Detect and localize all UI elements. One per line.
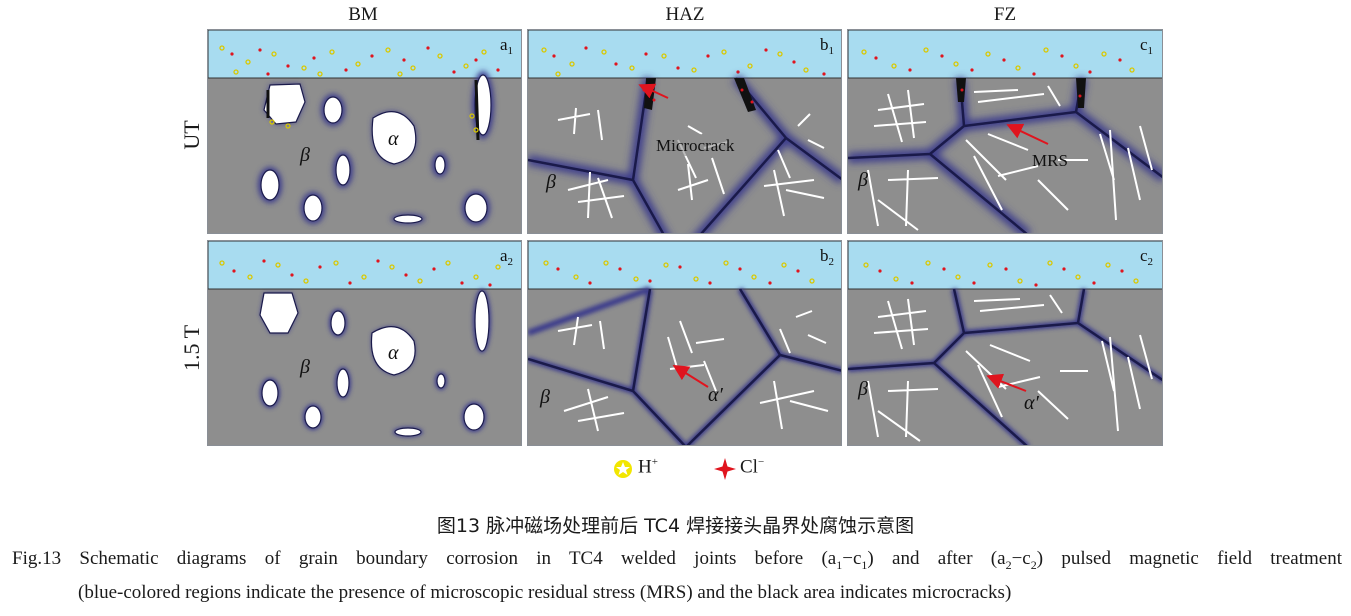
cl-ion-markers (556, 265, 800, 285)
alpha-prime-arrow (986, 373, 1027, 392)
mrs-arrow (1006, 123, 1049, 145)
cl-ion-markers (230, 46, 500, 76)
panel-c1-drawing: MRS β c1 (848, 30, 1162, 233)
panel-a2-drawing: α β a2 (208, 241, 521, 445)
h-ion-markers (861, 47, 1135, 73)
alpha-grains (259, 289, 491, 437)
label-beta: β (539, 386, 550, 408)
cl-ion-legend-icon (714, 458, 736, 480)
row-header-pmf: 1.5 T (179, 324, 204, 372)
column-header-bm: BM (348, 4, 378, 25)
h-ion-legend-label: H+ (638, 456, 658, 478)
figure-caption-english-line2: (blue-colored regions indicate the prese… (78, 582, 1012, 603)
cl-ion-markers (874, 54, 1122, 76)
label-alpha-prime: α′ (1024, 392, 1039, 414)
label-beta: β (545, 171, 556, 193)
figure-caption-chinese: 图13 脉冲磁场处理前后 TC4 焊接接头晶界处腐蚀示意图 (436, 515, 915, 537)
panel-b2-drawing: α′ β b2 (528, 241, 841, 445)
label-beta: β (299, 144, 310, 166)
cl-ion-markers (878, 267, 1124, 287)
panel-c1: MRS β c1 (847, 29, 1163, 234)
panel-tag: c1 (1140, 35, 1153, 57)
microcrack-arrow (638, 83, 669, 99)
label-alpha: α (388, 128, 399, 150)
column-header-haz: HAZ (665, 4, 705, 25)
panel-a2: α β a2 (207, 240, 522, 446)
column-header-fz: FZ (993, 4, 1017, 25)
cl-ion-markers (232, 259, 492, 287)
panel-tag: b1 (820, 35, 834, 57)
figure-caption-english-line1: Fig.13 Schematic diagrams of grain bound… (12, 548, 1342, 572)
panel-c2: α′ β c2 (847, 240, 1163, 446)
panel-tag: a1 (500, 35, 513, 57)
cl-ion-markers (552, 46, 826, 76)
h-ion-markers (219, 45, 487, 77)
grain-boundaries (848, 77, 1162, 233)
martensite-needles (867, 294, 1153, 442)
panel-b1: Microcrack β b1 (527, 29, 842, 234)
panel-b2: α′ β b2 (527, 240, 842, 446)
label-beta: β (857, 378, 868, 400)
h-ion-markers (863, 260, 1139, 284)
label-alpha: α (388, 342, 399, 364)
panel-c2-drawing: α′ β c2 (848, 241, 1162, 445)
row-header-ut: UT (179, 120, 204, 150)
martensite-needles (867, 85, 1153, 231)
alpha-grains (258, 71, 494, 225)
legend: H+ Cl− (0, 456, 1351, 482)
panel-tag: b2 (820, 246, 834, 268)
label-alpha-prime: α′ (708, 384, 723, 406)
label-beta: β (299, 356, 310, 378)
label-microcrack: Microcrack (656, 136, 735, 155)
panel-b1-drawing: Microcrack β b1 (528, 30, 841, 233)
panel-tag: a2 (500, 246, 513, 268)
label-beta: β (857, 169, 868, 191)
h-ion-legend-icon (614, 460, 632, 478)
h-ion-markers (543, 260, 815, 284)
label-mrs: MRS (1032, 151, 1068, 170)
panel-a1-drawing: α β a1 (208, 30, 521, 233)
grain-boundaries (528, 286, 841, 445)
panel-tag: c2 (1140, 246, 1153, 268)
alpha-prime-arrow (672, 364, 709, 388)
h-ion-markers (541, 47, 809, 77)
grain-boundaries (848, 288, 1162, 445)
martensite-needles (557, 107, 825, 219)
panel-a1: α β a1 (207, 29, 522, 234)
h-ion-markers (219, 260, 501, 284)
grain-boundaries (528, 74, 841, 233)
cl-ion-legend-label: Cl− (740, 456, 765, 478)
microcracks (956, 78, 1086, 108)
